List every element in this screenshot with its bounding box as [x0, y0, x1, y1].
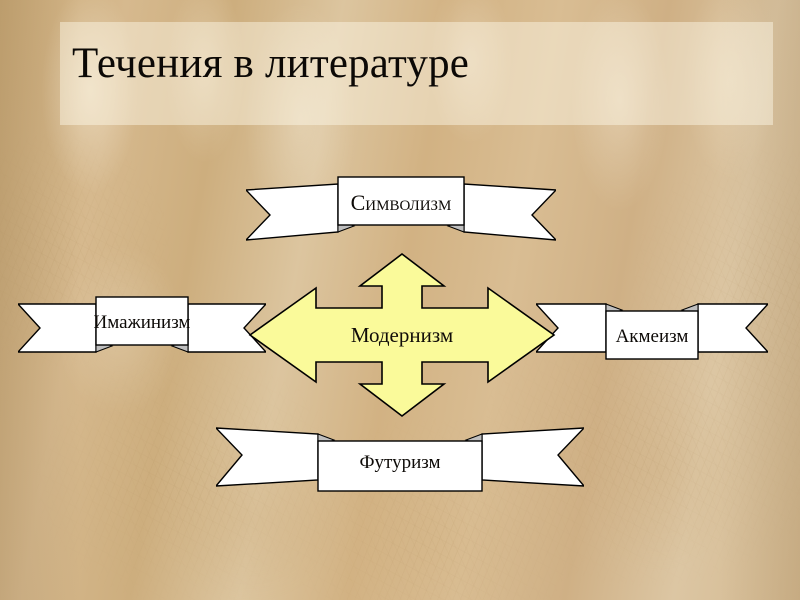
title-band	[60, 22, 773, 125]
ribbon-shape-icon	[18, 296, 266, 353]
ribbon-shape-icon	[536, 303, 768, 360]
ribbon-acmeism[interactable]	[536, 296, 768, 360]
ribbon-shape-icon	[246, 176, 556, 241]
ribbon-shape-icon	[216, 427, 584, 492]
ribbon-symbolism[interactable]	[246, 176, 556, 246]
four-way-arrow-modernism[interactable]	[248, 252, 556, 418]
ribbon-futurism[interactable]	[216, 424, 584, 492]
page-title: Течения в литературе	[72, 40, 470, 87]
ribbon-imaginism[interactable]	[18, 296, 266, 360]
four-way-arrow-icon	[248, 252, 556, 418]
